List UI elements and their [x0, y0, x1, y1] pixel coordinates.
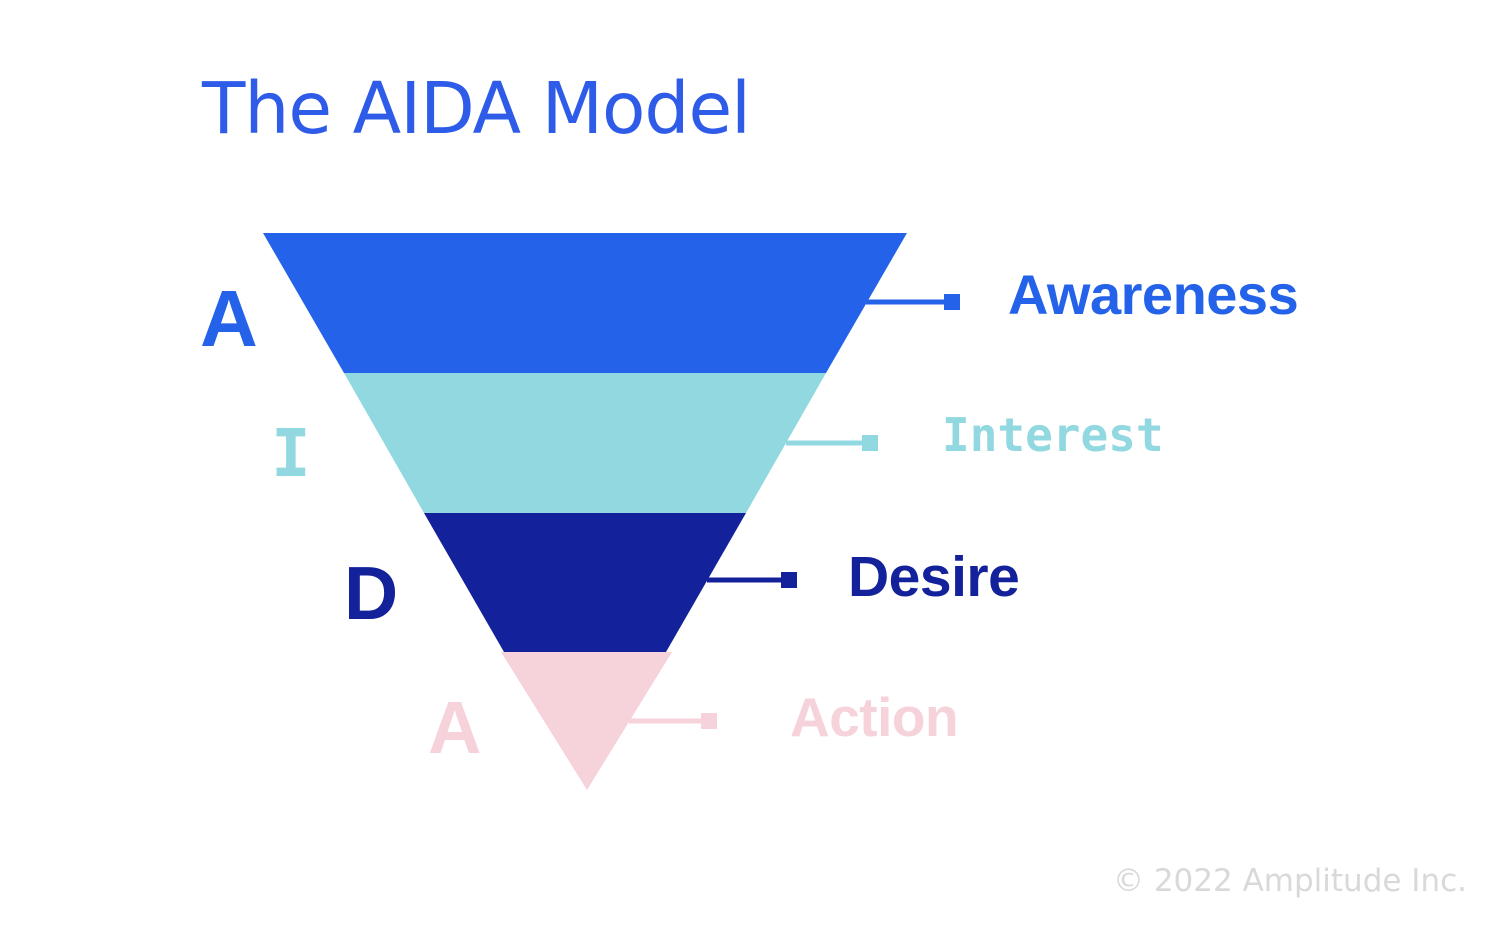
funnel-layer-action: [501, 652, 672, 790]
connector-action: [629, 713, 717, 729]
connector-awareness: [866, 294, 960, 310]
connector-marker-awareness: [944, 294, 960, 310]
funnel-layer-desire: [424, 513, 746, 652]
stage-label-desire: Desire: [848, 545, 1020, 609]
stage-label-interest: Interest: [942, 408, 1164, 462]
stage-letter-interest: I: [271, 415, 311, 492]
connector-desire: [707, 572, 797, 588]
copyright-text: © 2022 Amplitude Inc.: [1112, 863, 1467, 899]
funnel-layer-interest: [344, 373, 826, 513]
stage-letter-awareness: A: [200, 274, 258, 363]
funnel-layer-awareness: [263, 233, 907, 373]
stage-letter-desire: D: [344, 551, 399, 635]
connector-interest: [786, 435, 878, 451]
stage-label-action: Action: [790, 686, 959, 748]
page-title: The AIDA Model: [202, 67, 751, 150]
connector-marker-interest: [862, 435, 878, 451]
stage-letter-action: A: [428, 686, 482, 769]
stage-label-awareness: Awareness: [1008, 263, 1299, 326]
connector-marker-desire: [781, 572, 797, 588]
connector-marker-action: [701, 713, 717, 729]
